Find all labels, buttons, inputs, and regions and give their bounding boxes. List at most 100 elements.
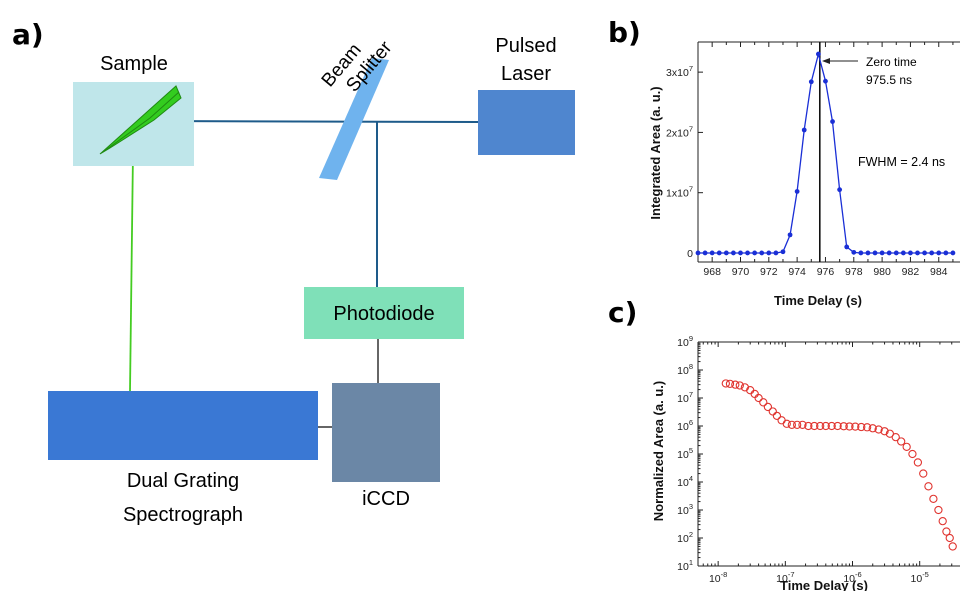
chart-b-data-point bbox=[716, 250, 722, 256]
chart-c-y-tick-label: 103 bbox=[677, 502, 693, 517]
chart-b-data-point bbox=[766, 250, 772, 256]
chart-c-data-point bbox=[851, 422, 860, 431]
chart-c-data-point bbox=[902, 442, 911, 452]
chart-c-data-point bbox=[897, 437, 906, 446]
photodiode-label: Photodiode bbox=[333, 303, 434, 325]
chart-c-data-point bbox=[772, 411, 782, 421]
zero-time-annotation-1: Zero time bbox=[866, 55, 917, 69]
chart-c-data-point bbox=[777, 416, 786, 425]
chart-b-data-point bbox=[950, 250, 956, 256]
chart-b-data-point bbox=[893, 250, 899, 256]
iccd-label: iCCD bbox=[362, 488, 410, 510]
sample-crystal-icon bbox=[99, 85, 182, 155]
chart-c-data-point bbox=[891, 432, 900, 442]
chart-b-y-tick-label: 3x107 bbox=[666, 64, 693, 79]
chart-c-data-point bbox=[845, 422, 854, 431]
chart-c-data-point bbox=[868, 424, 877, 433]
chart-c-data-point bbox=[782, 419, 791, 428]
chart-c-data-point bbox=[862, 423, 872, 432]
chart-b-data-point bbox=[808, 79, 814, 85]
chart-b-x-tick-label: 968 bbox=[703, 266, 721, 278]
chart-b-data-point bbox=[723, 250, 729, 256]
chart-c-data-point bbox=[821, 421, 830, 431]
chart-b-data-point bbox=[865, 250, 871, 256]
chart-b-data-point bbox=[815, 51, 821, 57]
chart-b-x-tick-label: 972 bbox=[760, 266, 778, 278]
sample-crystal-edge bbox=[102, 91, 180, 153]
chart-b-x-tick-label: 974 bbox=[788, 266, 806, 278]
chart-b-data-point bbox=[943, 250, 949, 256]
chart-c-data-point bbox=[721, 379, 730, 388]
chart-b-y-axis-title: Integrated Area (a. u.) bbox=[648, 86, 663, 219]
chart-b-data-point bbox=[858, 250, 864, 256]
chart-b-data-point bbox=[731, 250, 736, 256]
emission-path bbox=[129, 151, 134, 392]
chart-c-data-point bbox=[725, 379, 735, 389]
chart-b-series-line bbox=[698, 51, 953, 254]
chart-b-data-point bbox=[851, 249, 857, 255]
chart-c-data-point bbox=[924, 482, 933, 491]
chart-b-data-point bbox=[773, 250, 779, 256]
chart-c-data-point bbox=[735, 381, 744, 390]
zero-time-annotation-2: 975.5 ns bbox=[866, 73, 912, 87]
chart-c-y-tick-label: 108 bbox=[677, 362, 693, 377]
chart-b-data-point bbox=[787, 232, 793, 238]
chart-b-data-point bbox=[780, 249, 786, 255]
chart-c-y-tick-label: 104 bbox=[677, 474, 693, 489]
chart-b-y-tick-label: 1x107 bbox=[666, 185, 693, 200]
chart-b-data-point bbox=[879, 250, 885, 256]
chart-c-y-tick-label: 102 bbox=[677, 530, 693, 545]
chart-c-data-point bbox=[919, 469, 928, 478]
chart-c-data-point bbox=[798, 420, 807, 429]
spectrograph-label-1: Dual Grating bbox=[127, 470, 239, 492]
chart-b-data-point bbox=[759, 250, 765, 256]
fwhm-annotation: FWHM = 2.4 ns bbox=[858, 155, 945, 169]
chart-b-data-point bbox=[915, 250, 920, 256]
chart-b-x-tick-label: 970 bbox=[732, 266, 750, 278]
beam-splitter-label-group: Beam Splitter bbox=[318, 37, 397, 96]
chart-c-x-axis-title: Time Delay (s) bbox=[780, 578, 868, 591]
chart-c-data-point bbox=[816, 421, 825, 431]
chart-c-data-point bbox=[929, 494, 938, 504]
chart-b-data-point bbox=[936, 250, 942, 256]
spectrograph-box bbox=[48, 391, 318, 460]
chart-c-data-point bbox=[880, 427, 889, 436]
chart-c-y-tick-label: 106 bbox=[677, 418, 693, 433]
chart-b-data-point bbox=[695, 250, 701, 256]
chart-c-x-tick-label: 10-5 bbox=[911, 570, 929, 585]
chart-b-data-point bbox=[794, 189, 800, 194]
chart-b-x-axis-title: Time Delay (s) bbox=[774, 293, 862, 308]
beam-splitter-icon bbox=[319, 58, 389, 180]
chart-c-data-point bbox=[945, 533, 954, 543]
chart-c-data-point bbox=[810, 421, 819, 431]
chart-b-data-point bbox=[830, 119, 835, 124]
chart-b-data-point bbox=[922, 250, 927, 256]
chart-c-x-tick-label: 10-8 bbox=[709, 570, 727, 585]
chart-b-y-tick-label: 2x107 bbox=[666, 124, 693, 139]
zero-time-arrowhead-icon bbox=[822, 58, 830, 64]
chart-c-data-point bbox=[874, 425, 883, 434]
chart-c-data-point bbox=[857, 422, 866, 432]
spectrograph-label-2: Spectrograph bbox=[123, 504, 243, 526]
chart-c-data-point bbox=[793, 420, 802, 429]
chart-c-data-point bbox=[763, 402, 773, 412]
chart-b-x-tick-label: 980 bbox=[873, 266, 891, 278]
chart-b-x-tick-label: 984 bbox=[930, 266, 948, 278]
chart-c-data-point bbox=[754, 393, 763, 403]
chart-c-x-tick-label: 10-7 bbox=[776, 570, 794, 585]
chart-c-data-point bbox=[908, 449, 917, 459]
setup-schematic: a) Sample Beam Splitter Pulsed Laser Pho… bbox=[12, 18, 575, 526]
chart-c-data-point bbox=[934, 505, 943, 515]
chart-b-data-point bbox=[702, 250, 708, 256]
panel-a-label: a) bbox=[12, 18, 44, 51]
chart-b-x-tick-label: 978 bbox=[845, 266, 863, 278]
panel-b-label: b) bbox=[608, 16, 641, 49]
chart-b-data-point bbox=[908, 250, 913, 256]
chart-b-data-point bbox=[844, 244, 850, 250]
chart-b-data-point bbox=[886, 250, 892, 256]
sample-label: Sample bbox=[100, 53, 168, 75]
chart-c-data-point bbox=[839, 422, 848, 431]
chart-b-data-point bbox=[900, 250, 906, 256]
